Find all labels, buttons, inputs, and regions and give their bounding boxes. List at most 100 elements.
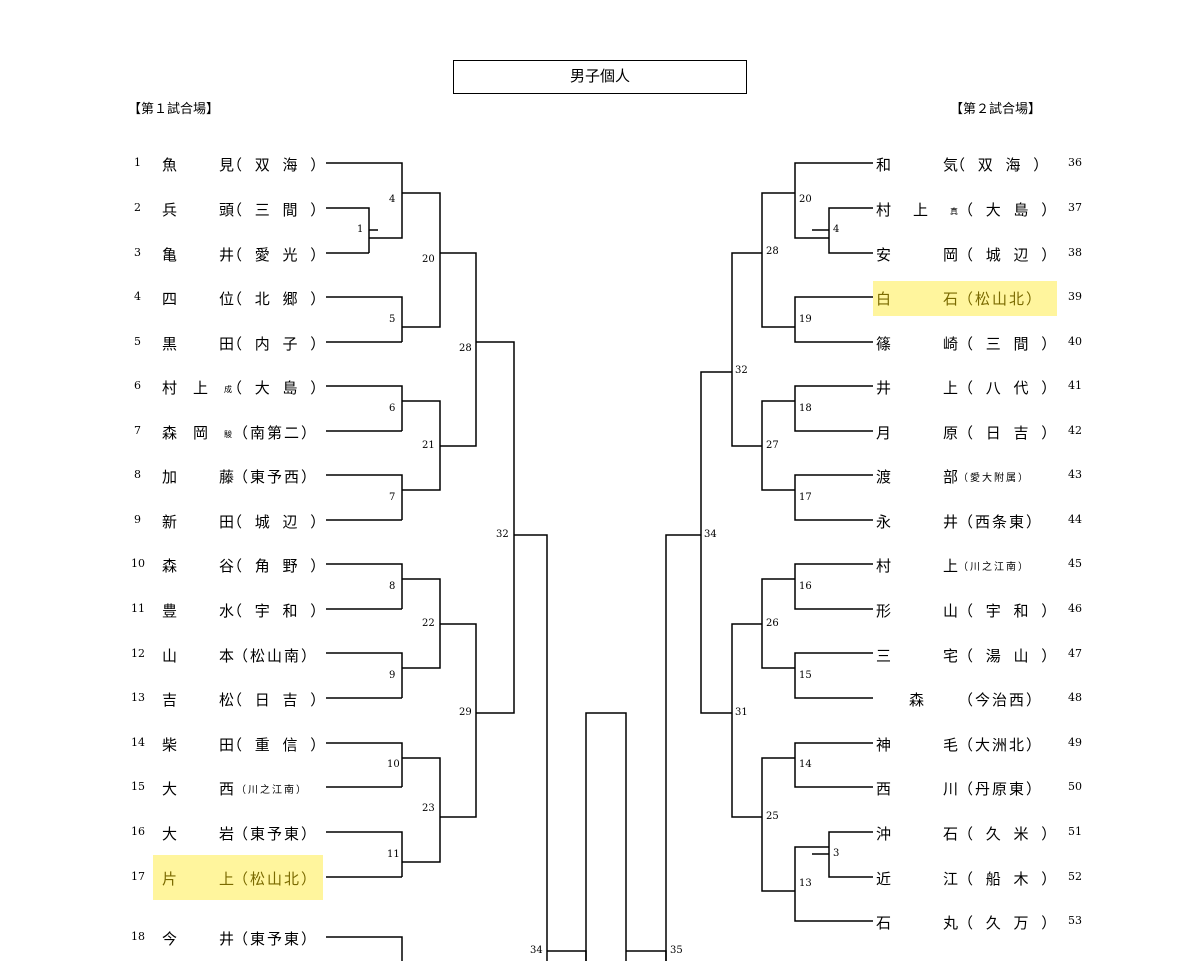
entry-number: 18: [131, 930, 145, 943]
entry-number: 49: [1068, 736, 1082, 749]
given-name: 見: [219, 156, 235, 174]
family-name: 三: [876, 647, 892, 665]
entry-number: 44: [1068, 513, 1082, 526]
match-number: 29: [459, 707, 472, 718]
school-name: （ 宇 和 ）: [227, 602, 330, 620]
school-name: （ 大 島 ）: [958, 201, 1061, 219]
given-name: 原: [943, 424, 959, 442]
school-name: （ 八 代 ）: [958, 379, 1061, 397]
match-number: 32: [496, 529, 509, 540]
match-number: 5: [389, 314, 396, 325]
family-name: 村: [876, 201, 892, 219]
given-name: 岩: [219, 825, 235, 843]
entry-number: 50: [1068, 780, 1082, 793]
given-name: 気: [943, 156, 959, 174]
venue-left: 【第１試合場】: [128, 102, 220, 117]
venue-right: 【第２試合場】: [950, 102, 1042, 117]
family-name: 大: [162, 825, 178, 843]
entry-number: 42: [1068, 424, 1082, 437]
family-name: 篠: [876, 335, 892, 353]
family-name: 山: [162, 647, 178, 665]
school-name: （大洲北）: [958, 736, 1044, 754]
name-mark: 真: [950, 207, 958, 216]
school-name: （川之江南）: [236, 785, 308, 796]
given-name: 岡: [193, 424, 209, 442]
school-name: （今治西）: [958, 691, 1044, 709]
given-name: 石: [943, 825, 959, 843]
given-name: 田: [219, 736, 235, 754]
given-name: 部: [943, 468, 959, 486]
match-number: 17: [799, 492, 812, 503]
school-name: （ 内 子 ）: [227, 335, 330, 353]
school-name: （西条東）: [958, 513, 1044, 531]
given-name: 丸: [943, 914, 959, 932]
match-number: 11: [387, 849, 400, 860]
entry-number: 11: [131, 602, 145, 615]
match-number: 13: [799, 878, 812, 889]
match-number: 4: [389, 194, 396, 205]
family-name: 渡: [876, 468, 892, 486]
family-name: 沖: [876, 825, 892, 843]
given-name: 井: [943, 513, 959, 531]
school-name: （ 重 信 ）: [227, 736, 330, 754]
school-name: （川之江南）: [958, 562, 1030, 573]
given-name: 上: [913, 201, 929, 219]
given-name: 井: [219, 930, 235, 948]
school-name: （ 三 間 ）: [227, 201, 330, 219]
family-name: 四: [162, 290, 178, 308]
family-name: 形: [876, 602, 892, 620]
entry-number: 7: [134, 424, 141, 437]
match-number: 21: [422, 440, 435, 451]
family-name: 井: [876, 379, 892, 397]
given-name: 石: [943, 290, 959, 308]
match-number: 10: [387, 759, 400, 770]
match-number: 28: [766, 246, 779, 257]
entry-number: 38: [1068, 246, 1082, 259]
given-name: 井: [219, 246, 235, 264]
school-name: （ 久 万 ）: [958, 914, 1061, 932]
school-name: （ 日 吉 ）: [227, 691, 330, 709]
school-name: （ 日 吉 ）: [958, 424, 1061, 442]
match-number: 7: [389, 492, 396, 503]
family-name: 石: [876, 914, 892, 932]
given-name: 谷: [219, 557, 235, 575]
family-name: 黒: [162, 335, 178, 353]
match-number: 16: [799, 581, 812, 592]
family-name: 村: [876, 557, 892, 575]
school-name: （東予西）: [233, 468, 319, 486]
family-name: 和: [876, 156, 892, 174]
school-name: （松山北）: [233, 870, 319, 888]
match-number: 25: [766, 811, 779, 822]
school-name: （ 宇 和 ）: [958, 602, 1061, 620]
school-name: （ 城 辺 ）: [227, 513, 330, 531]
match-number: 20: [422, 254, 435, 265]
entry-number: 2: [134, 201, 141, 214]
family-name: 安: [876, 246, 892, 264]
school-name: （ 久 米 ）: [958, 825, 1061, 843]
school-name: （丹原東）: [958, 780, 1044, 798]
highlight-right-39: [873, 281, 1057, 316]
entry-number: 1: [134, 156, 141, 169]
entry-number: 9: [134, 513, 141, 526]
given-name: 田: [219, 335, 235, 353]
given-name: 位: [219, 290, 235, 308]
school-name: （松山北）: [958, 290, 1044, 308]
match-number: 6: [389, 403, 396, 414]
entry-number: 15: [131, 780, 145, 793]
family-name: 片: [162, 870, 178, 888]
entry-number: 48: [1068, 691, 1082, 704]
entry-number: 16: [131, 825, 145, 838]
entry-number: 39: [1068, 290, 1082, 303]
family-name: 柴: [162, 736, 178, 754]
family-name: 近: [876, 870, 892, 888]
match-number: 19: [799, 314, 812, 325]
family-name: 森: [162, 424, 178, 442]
family-name: 豊: [162, 602, 178, 620]
match-number: 18: [799, 403, 812, 414]
entry-number: 41: [1068, 379, 1082, 392]
name-mark: 駿: [224, 430, 232, 439]
entry-number: 17: [131, 870, 145, 883]
match-number: 35: [670, 945, 683, 956]
match-number: 34: [530, 945, 543, 956]
given-name: 森: [909, 691, 925, 709]
